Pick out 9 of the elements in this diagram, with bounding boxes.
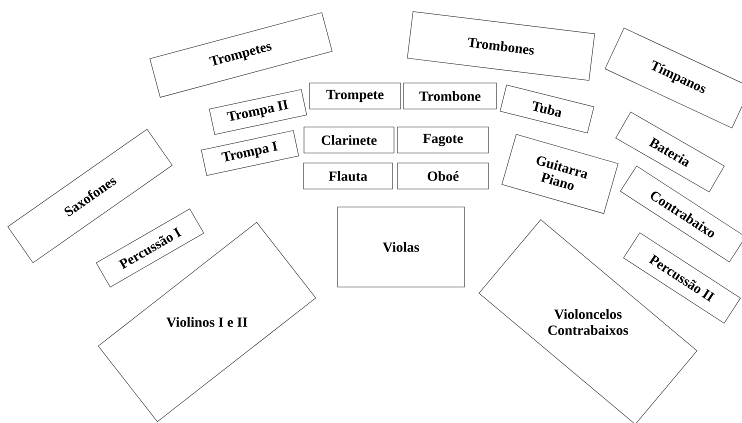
section-box: Trompete [309,82,401,110]
section-box: Flauta [303,162,393,190]
section-box: Guitarra Piano [502,134,618,214]
section-box: Trombone [403,82,497,110]
section-box: Fagote [397,126,489,154]
section-box: Clarinete [304,126,394,154]
section-box: Oboé [397,162,489,190]
section-box: Violas [337,206,465,288]
section-box: Tuba [500,84,594,134]
